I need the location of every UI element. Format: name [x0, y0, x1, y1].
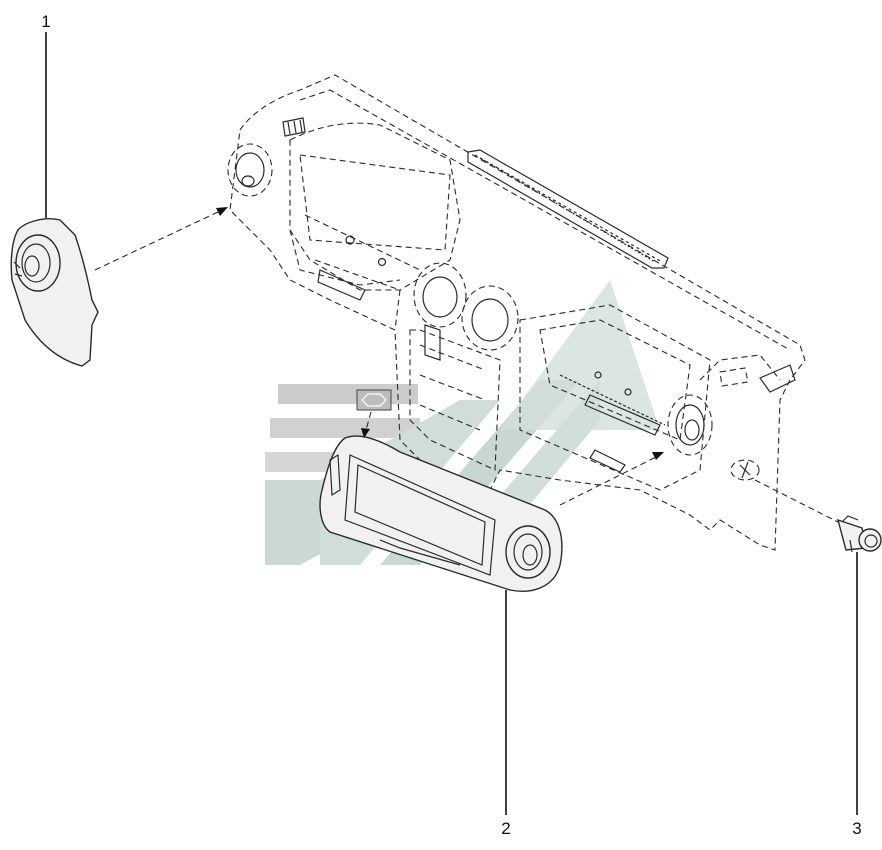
assembly-arrows — [94, 207, 839, 523]
part-3-socket — [836, 515, 882, 553]
callout-labels: 1 2 3 — [41, 12, 861, 838]
part-1-left-vent-trim — [10, 218, 99, 367]
label-plate — [356, 389, 392, 411]
callout-3: 3 — [852, 819, 861, 838]
part-2-center-bezel — [319, 435, 563, 592]
dashboard-assembly — [227, 74, 806, 551]
callout-2: 2 — [501, 819, 510, 838]
leader-lines — [45, 32, 858, 815]
callout-1: 1 — [41, 12, 50, 31]
